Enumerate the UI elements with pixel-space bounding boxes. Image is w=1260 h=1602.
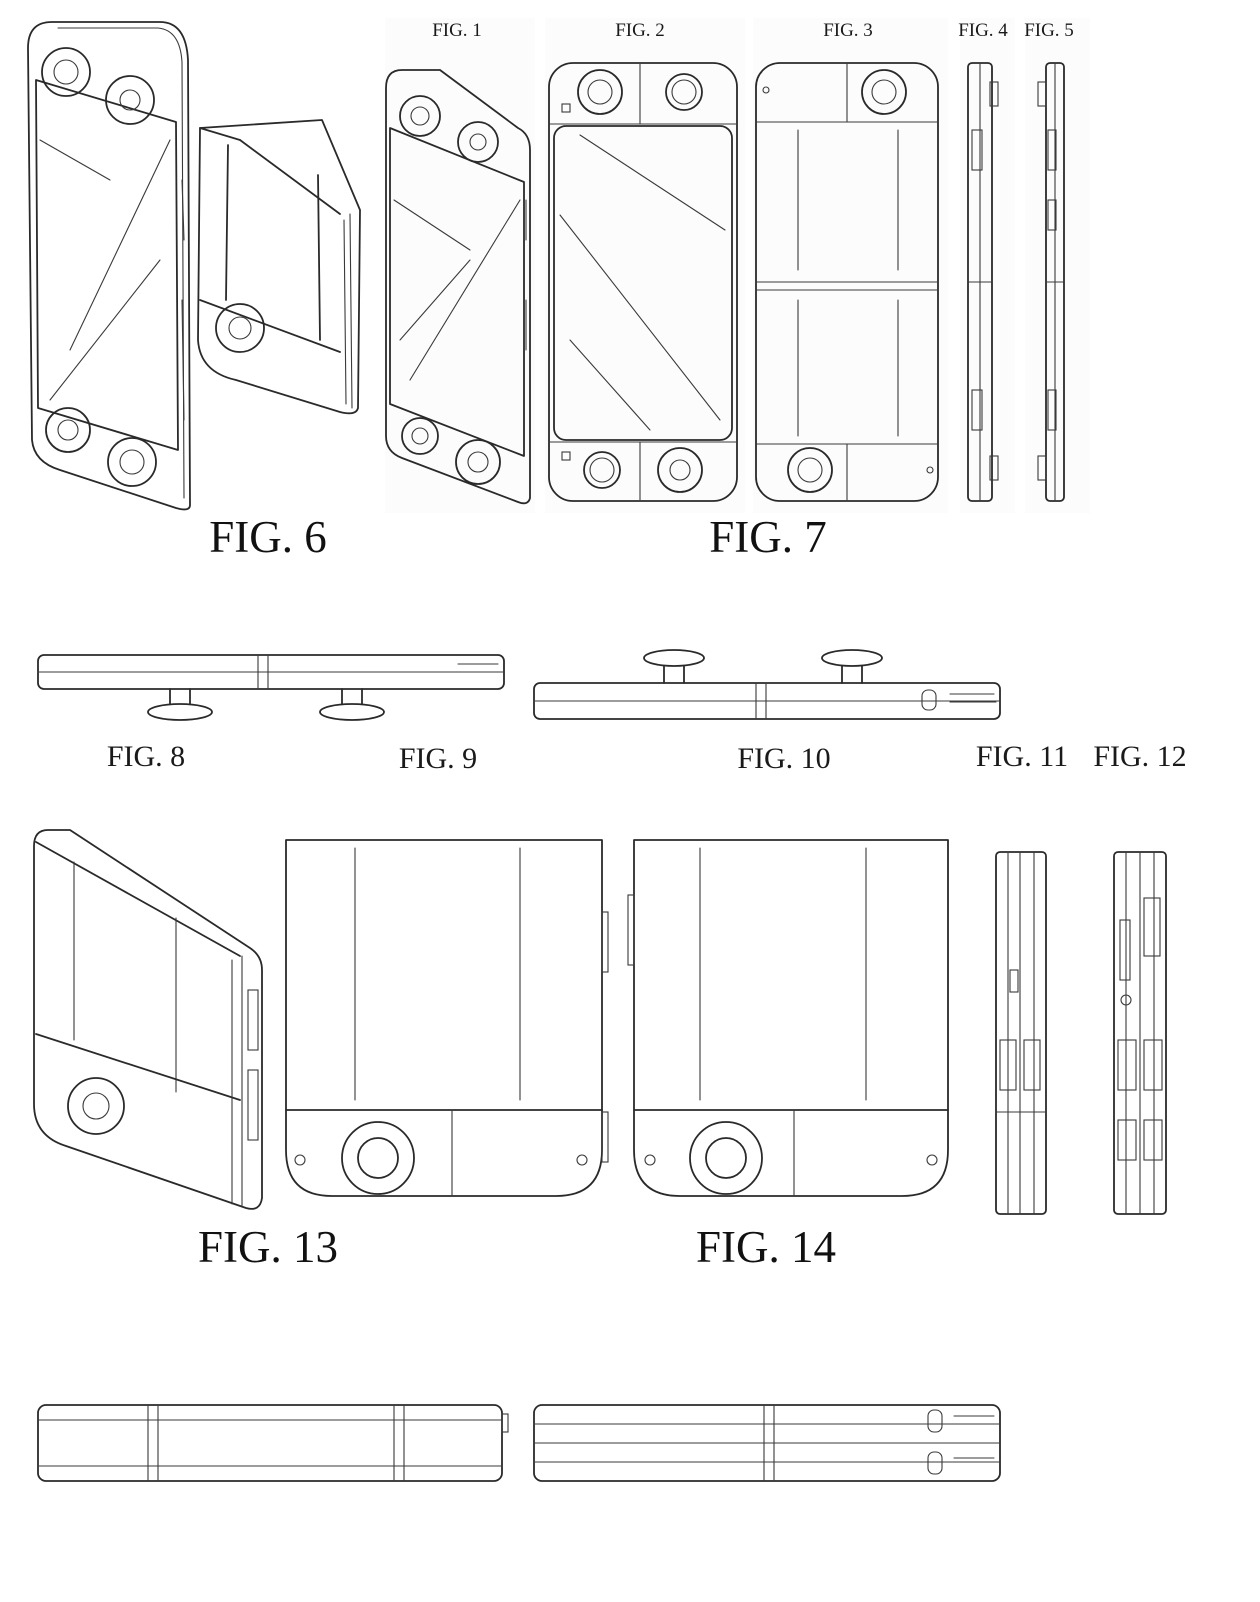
fig5-drawing xyxy=(1037,62,1065,502)
fig13-strip-drawing xyxy=(37,1404,509,1482)
panel-bg xyxy=(753,18,948,513)
fig2-label: FIG. 2 xyxy=(615,20,665,41)
fig2-drawing xyxy=(548,62,738,502)
panel-bg xyxy=(545,18,745,513)
fig3-drawing xyxy=(755,62,939,502)
fig7-label: FIG. 7 xyxy=(709,512,827,562)
fig6-label: FIG. 6 xyxy=(209,512,327,562)
fig4-label: FIG. 4 xyxy=(958,20,1008,41)
panel-bg xyxy=(385,18,535,513)
fig5-label: FIG. 5 xyxy=(1024,20,1074,41)
fig9-label: FIG. 9 xyxy=(399,742,477,775)
panel-bg xyxy=(1025,18,1090,513)
fig10-drawing xyxy=(627,839,949,1197)
fig14-strip-drawing xyxy=(533,1404,1001,1482)
fig10-label: FIG. 10 xyxy=(737,742,830,775)
fig6-drawing xyxy=(27,21,361,511)
fig3-label: FIG. 3 xyxy=(823,20,873,41)
fig8-drawing xyxy=(37,654,505,721)
fig11-drawing xyxy=(995,851,1047,1215)
fig8-label: FIG. 8 xyxy=(107,740,185,773)
fig12-label: FIG. 12 xyxy=(1093,740,1186,773)
panel-bg xyxy=(960,18,1015,513)
fig4-drawing xyxy=(967,62,999,502)
fig12-drawing xyxy=(1113,851,1167,1215)
fig1-drawing xyxy=(385,69,531,505)
fig11-label: FIG. 11 xyxy=(976,740,1068,773)
fig9-10-drawing xyxy=(533,649,1001,720)
fig1-label: FIG. 1 xyxy=(432,20,482,41)
fig13-label: FIG. 13 xyxy=(198,1222,338,1272)
fig9-drawing xyxy=(285,839,609,1197)
fig13-drawing xyxy=(33,829,263,1210)
fig14-label: FIG. 14 xyxy=(696,1222,836,1272)
